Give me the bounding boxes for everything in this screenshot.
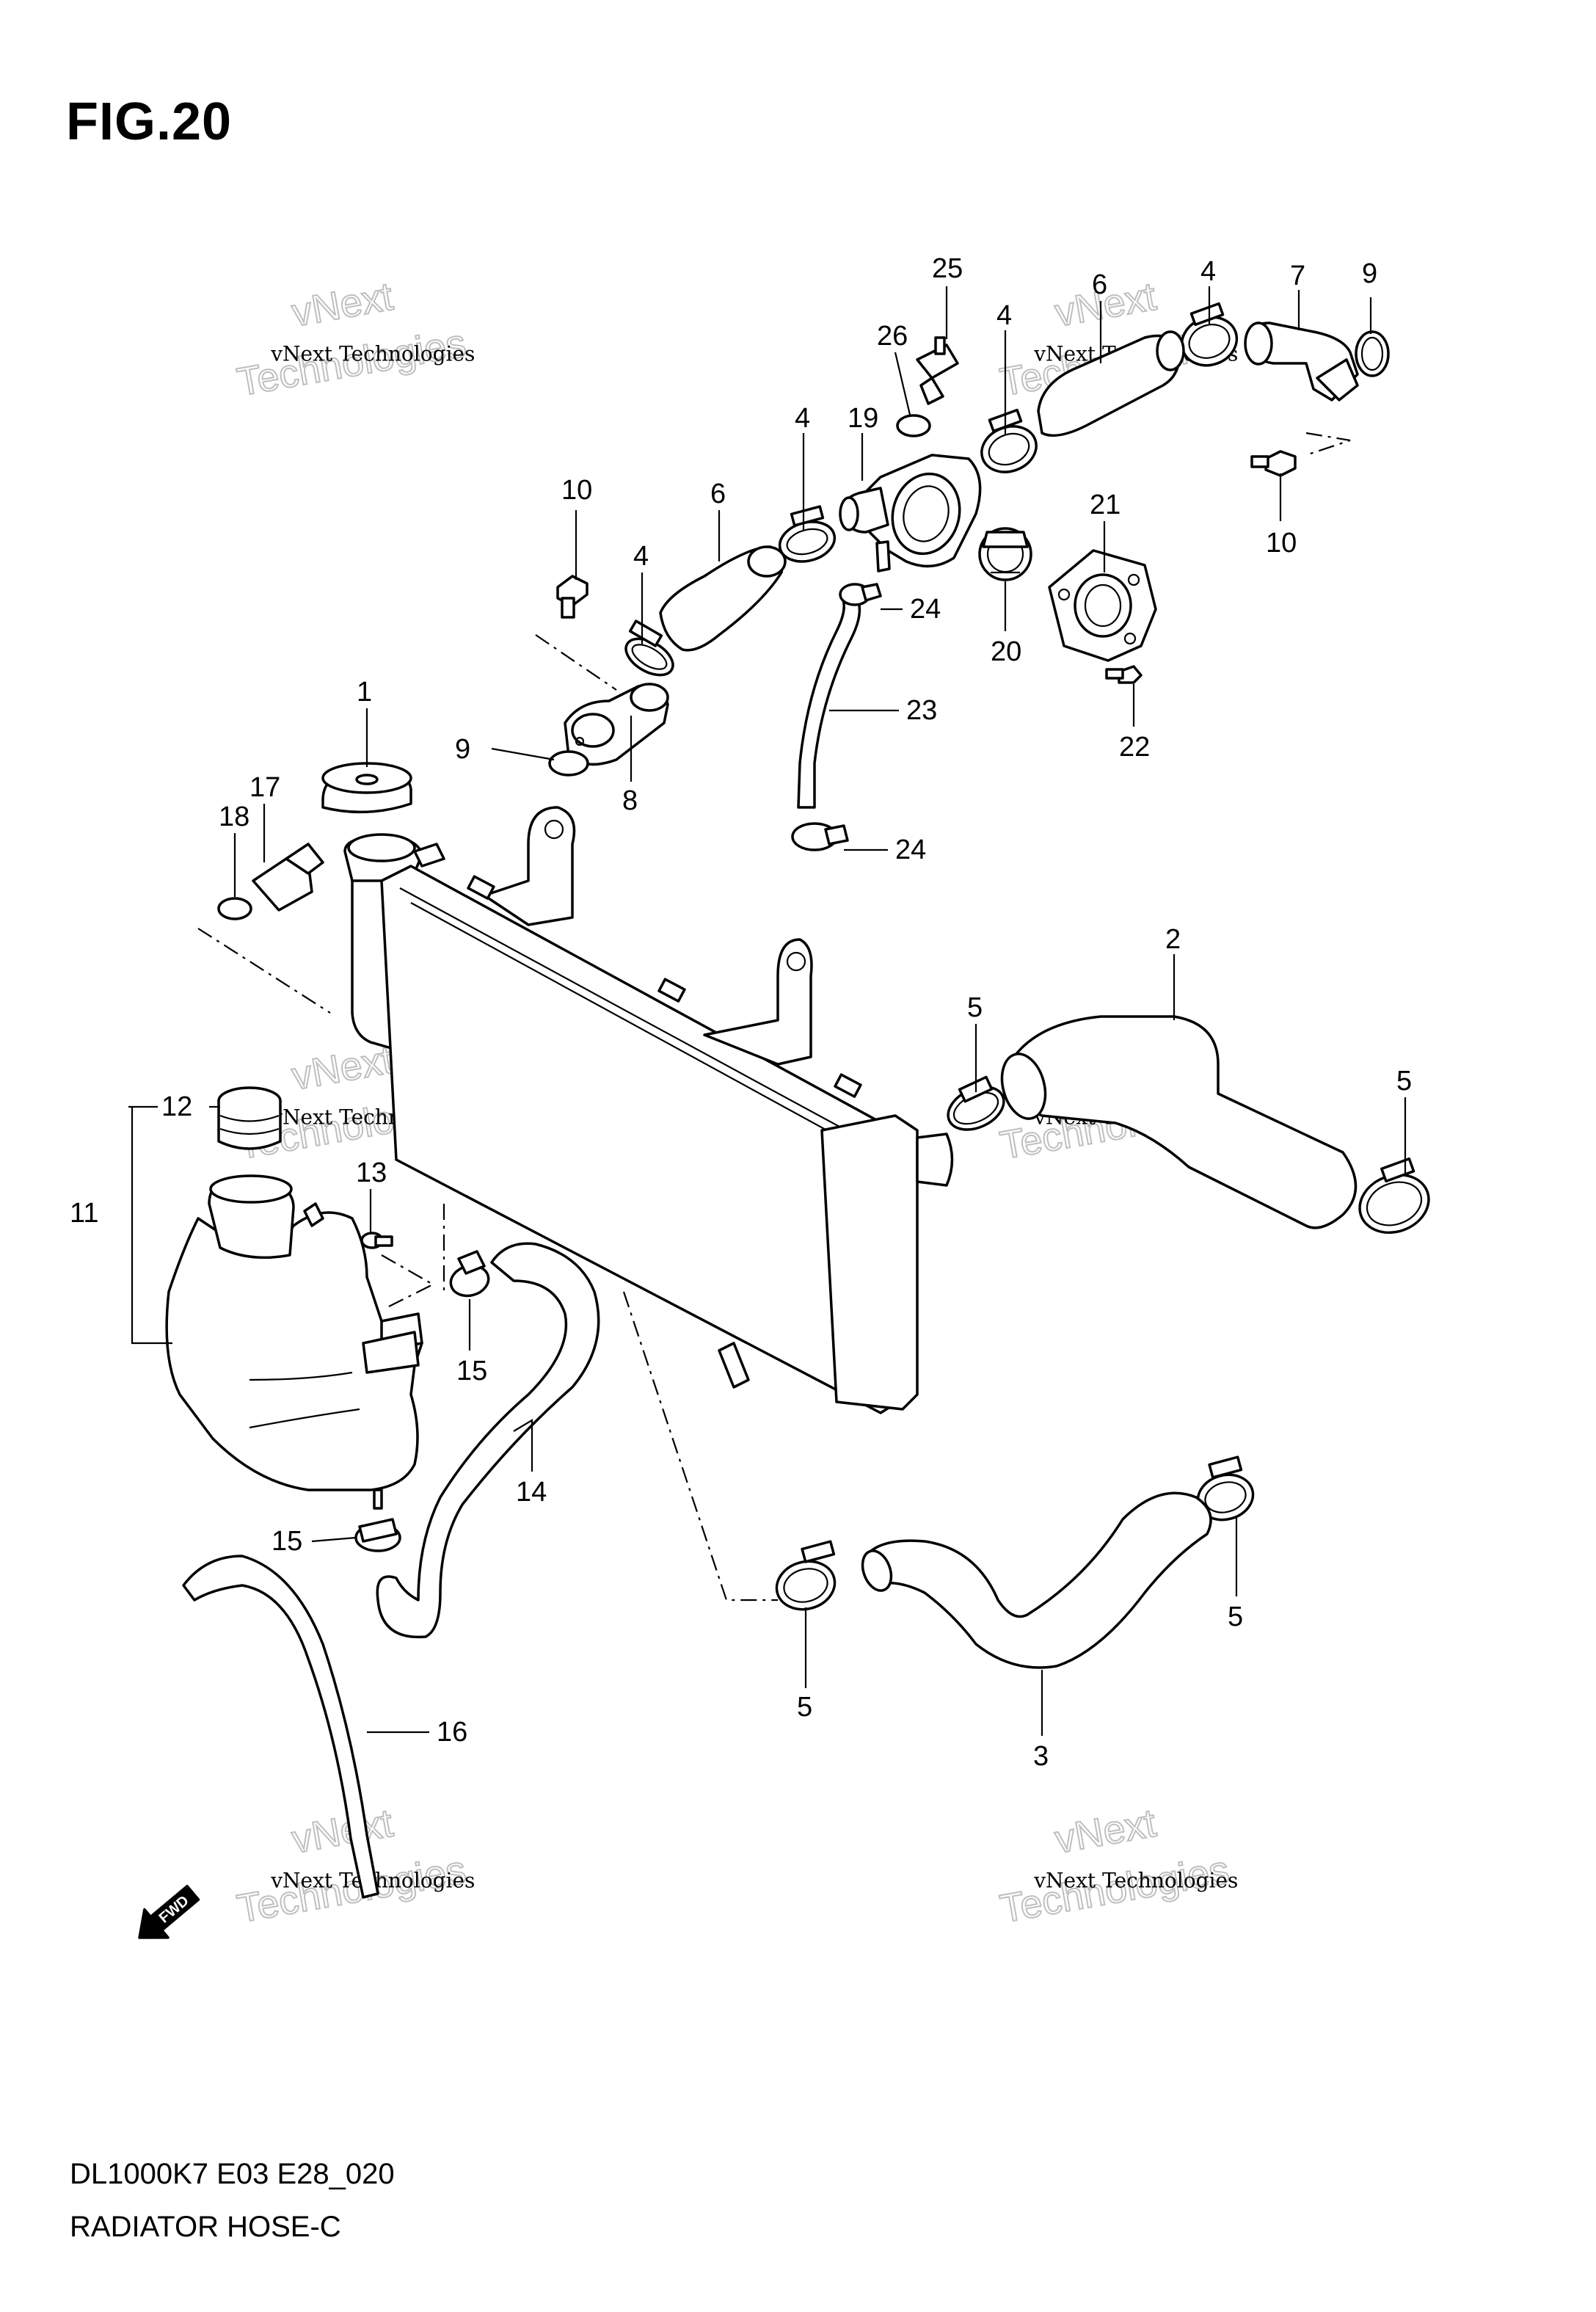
- callout-4-center: 4: [795, 403, 810, 434]
- hose-clamp-24-lower: [791, 822, 849, 851]
- hose-clamp-15-lower: [354, 1518, 401, 1552]
- hose-clamp-4-center: [778, 505, 837, 563]
- watermark-bottom-right: vNext Technologies vNext Technologies: [996, 1800, 1239, 1932]
- bolt-22: [1105, 665, 1143, 684]
- callout-22: 22: [1119, 732, 1150, 763]
- callout-23: 23: [906, 695, 937, 726]
- callout-26: 26: [877, 321, 908, 352]
- svg-text:vNext: vNext: [288, 1801, 396, 1862]
- thermostat-case-19: [839, 454, 982, 572]
- watermark-top-left: vNext Technologies vNext Technologies: [233, 274, 475, 405]
- svg-text:vNext: vNext: [288, 1038, 396, 1099]
- callout-20: 20: [991, 636, 1021, 667]
- radiator-hose-3: [861, 1491, 1212, 1669]
- radiator-bracket-left: [483, 806, 576, 926]
- bolt-10-right: [1250, 450, 1297, 477]
- callout-13: 13: [356, 1157, 387, 1188]
- radiator-hose-6-left: [659, 545, 787, 652]
- callout-17: 17: [249, 772, 280, 803]
- water-temp-sensor-25: [916, 336, 959, 405]
- radiator-filler-opening: [347, 833, 416, 862]
- callout-21: 21: [1090, 490, 1121, 520]
- hose-clamp-4-left: [624, 619, 674, 677]
- forward-direction-arrow: FWD: [138, 1884, 200, 1939]
- reservoir-cap: [217, 1086, 282, 1150]
- callout-5-upper-left: 5: [967, 992, 983, 1023]
- hose-clamp-15-upper: [449, 1250, 490, 1298]
- bolt-10-left: [556, 575, 589, 619]
- reservoir-tank: [165, 1174, 423, 1510]
- figure-title: FIG.20: [66, 92, 233, 151]
- callout-16: 16: [437, 1717, 467, 1748]
- callout-19: 19: [848, 403, 878, 434]
- gasket-26: [896, 414, 931, 437]
- callout-10-right: 10: [1266, 528, 1297, 559]
- callout-11: 11: [70, 1198, 98, 1229]
- bypass-hose-23: [797, 593, 861, 809]
- callout-6-left: 6: [710, 479, 726, 509]
- callout-4-left: 4: [633, 541, 649, 572]
- callout-15-upper: 15: [456, 1356, 487, 1386]
- diagram-name: RADIATOR HOSE-C: [70, 2211, 341, 2243]
- callout-numbers: 1 2 3 4 4 4 4 5 5 5 5 6 6 7 8 9 9 10 10 …: [70, 253, 1412, 1772]
- svg-text:vNext: vNext: [288, 275, 396, 335]
- svg-text:vNext: vNext: [1052, 1801, 1159, 1862]
- svg-text:vNext Technologies: vNext Technologies: [270, 341, 475, 366]
- radiator-hose-6-right: [1037, 330, 1185, 437]
- callout-25: 25: [932, 253, 963, 284]
- callout-10-left: 10: [561, 475, 592, 506]
- callout-6-right: 6: [1092, 269, 1107, 300]
- callout-4-right-upper: 4: [1200, 256, 1216, 287]
- radiator-overflow-nipple: [413, 843, 445, 868]
- radiator-cap: [321, 762, 412, 814]
- callout-4-right-lower: 4: [996, 300, 1012, 331]
- callout-9-right: 9: [1362, 258, 1377, 289]
- radiator-right-tank: [820, 1114, 919, 1411]
- callout-14: 14: [516, 1477, 547, 1508]
- callout-2: 2: [1165, 924, 1181, 955]
- callout-7: 7: [1290, 261, 1305, 291]
- radiator-lower-tab: [718, 1342, 750, 1389]
- water-outlet-fitting-7: [1244, 321, 1359, 401]
- svg-text:vNext Technologies: vNext Technologies: [1033, 1868, 1238, 1892]
- radiator-outlet-pipe: [916, 1133, 954, 1187]
- callout-1: 1: [357, 677, 372, 708]
- alignment-lines: [197, 432, 1351, 1602]
- callout-15-lower: 15: [272, 1526, 302, 1557]
- fan-thermo-switch: [217, 843, 324, 920]
- reservoir-hose-14: [376, 1242, 600, 1639]
- hose-clamp-4-right-lower: [980, 408, 1038, 473]
- radiator-hose-2: [1000, 1015, 1358, 1229]
- callout-24-upper: 24: [910, 594, 941, 625]
- callout-24-lower: 24: [895, 835, 926, 865]
- hose-clamp-5-lower-left: [775, 1540, 837, 1611]
- hose-clamp-24-upper: [839, 583, 882, 606]
- hose-clamp-5-right-upper: [1358, 1157, 1430, 1235]
- overflow-hose-16: [182, 1555, 379, 1899]
- model-code: DL1000K7 E03 E28_020: [70, 2158, 395, 2190]
- leader-lines: [128, 286, 1407, 1736]
- thermostat-cover-21: [1048, 549, 1157, 662]
- callout-5-upper-right: 5: [1396, 1066, 1412, 1097]
- water-inlet-union-8: [564, 683, 669, 766]
- callout-12: 12: [161, 1091, 192, 1122]
- callout-8: 8: [622, 785, 638, 816]
- o-ring-9-right: [1355, 330, 1390, 377]
- thermostat-20: [978, 527, 1032, 581]
- callout-5-lower-right: 5: [1228, 1602, 1243, 1632]
- callout-9-left: 9: [455, 734, 470, 765]
- radiator-bracket-right: [703, 938, 813, 1066]
- callout-3: 3: [1033, 1741, 1049, 1772]
- callout-5-lower-left: 5: [797, 1692, 812, 1723]
- bolt-13: [360, 1232, 393, 1249]
- o-ring-18: [217, 897, 252, 920]
- callout-18: 18: [219, 801, 249, 832]
- o-ring-9-left: [548, 750, 589, 777]
- radiator-assembly: [343, 806, 954, 1414]
